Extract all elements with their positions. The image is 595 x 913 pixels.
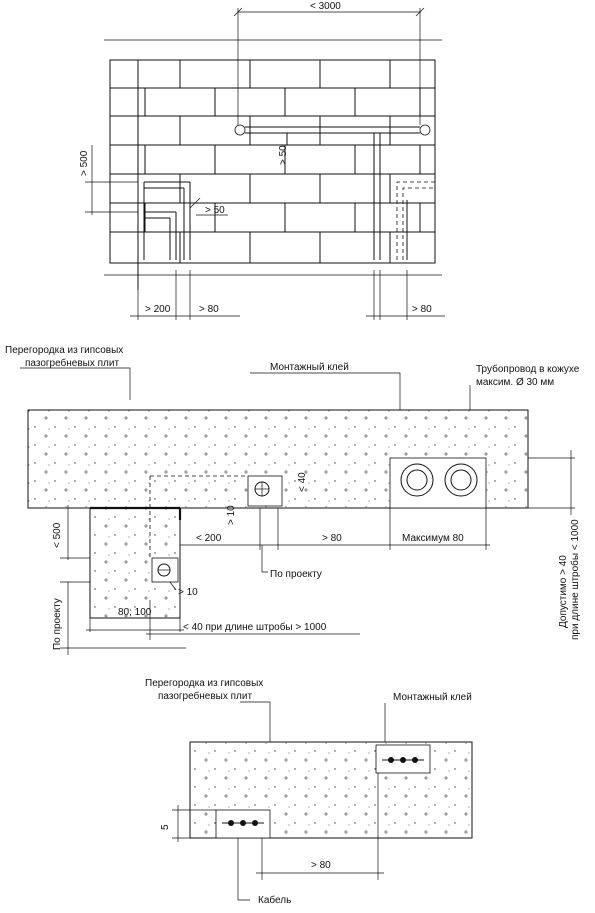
- dim-80-100-label: 80; 100: [118, 607, 152, 618]
- dim-80-left-label: > 80: [199, 304, 219, 315]
- cable-section: Перегородка из гипсовых пазогребневых пл…: [145, 678, 473, 906]
- dim-3000-label: < 3000: [310, 1, 341, 12]
- brick-courses: [110, 87, 435, 233]
- right-chase-dashed: [396, 181, 435, 260]
- dim-3000: < 3000: [233, 1, 425, 125]
- pipe-label-line2: максим. Ø 30 мм: [476, 377, 554, 388]
- cable-label: Кабель: [258, 894, 291, 906]
- dim-50-right-label: > 50: [278, 145, 289, 165]
- dim-80-label-mid: > 80: [322, 533, 342, 544]
- bottom-partition-label-line2: пазогребневых плит: [158, 690, 252, 702]
- wall-elevation: < 3000 > 500 > 50 > 50 > 200 > 80: [79, 1, 445, 320]
- dim-row-middle: < 200 > 80 Максимум 80: [180, 508, 490, 550]
- dim-40-label: < 40: [297, 472, 308, 492]
- allowed-label-line1: Допустимо > 40: [558, 555, 569, 628]
- dim-500-label: > 500: [79, 150, 90, 176]
- dim-80-bottom-label: > 80: [311, 860, 331, 871]
- pipe-2-inner: [450, 469, 472, 491]
- bottom-partition-label-line1: Перегородка из гипсовых: [145, 678, 263, 689]
- dim-40-long-label: < 40 при длине штробы > 1000: [183, 621, 327, 633]
- pipe-chase-horizontal: [234, 124, 431, 260]
- pipe-1-inner: [406, 469, 428, 491]
- dim-80-right-label: > 80: [412, 304, 432, 315]
- pipe-2: [444, 463, 478, 497]
- wall-outline: [109, 59, 436, 264]
- dim-bottom-left: > 200 > 80: [130, 270, 240, 320]
- pipe-1: [400, 463, 434, 497]
- pipe-chase-box: [389, 457, 487, 509]
- dim-50-left-label: > 50: [205, 205, 225, 216]
- dim-200-label-mid: < 200: [196, 533, 222, 544]
- dim-max80-label: Максимум 80: [402, 533, 464, 544]
- allowed-label-line2: при длине штробы < 1000: [569, 519, 581, 640]
- partition-leader: [20, 367, 131, 400]
- bottom-cables: [222, 820, 264, 826]
- by-project-left-label: По проекту: [52, 598, 63, 650]
- partition-label-line2: пазогребневых плит: [25, 357, 119, 369]
- by-project-right-label: По проекту: [270, 569, 322, 580]
- dim-500-mid-label: < 500: [52, 522, 63, 548]
- dim-50-left: > 50: [189, 197, 228, 216]
- dim-200-label: > 200: [145, 304, 171, 315]
- cable-leader: [237, 838, 250, 901]
- top-cables: [382, 757, 424, 763]
- dim-5-label: 5: [160, 824, 171, 830]
- small-chase-box: [247, 475, 283, 507]
- dim-bottom-right: > 80: [366, 270, 445, 320]
- bottom-adhesive-label: Монтажный клей: [393, 692, 472, 703]
- adhesive-label: Монтажный клей: [270, 362, 349, 373]
- by-project-leader: [261, 545, 268, 573]
- dim-10-vert-label: > 10: [226, 505, 237, 525]
- dim-10-label: > 10: [178, 587, 198, 598]
- dim-500-mid: < 500: [52, 505, 90, 583]
- partition-label-line1: Перегородка из гипсовых: [5, 345, 123, 356]
- dim-500-top: > 500: [79, 145, 138, 215]
- left-chase-group: [137, 60, 191, 290]
- pipe-label-line1: Трубопровод в кожухе: [476, 363, 580, 375]
- partition-section: Перегородка из гипсовых пазогребневых пл…: [5, 345, 581, 655]
- allowed-dim-right: Допустимо > 40 при длине штробы < 1000: [528, 450, 581, 640]
